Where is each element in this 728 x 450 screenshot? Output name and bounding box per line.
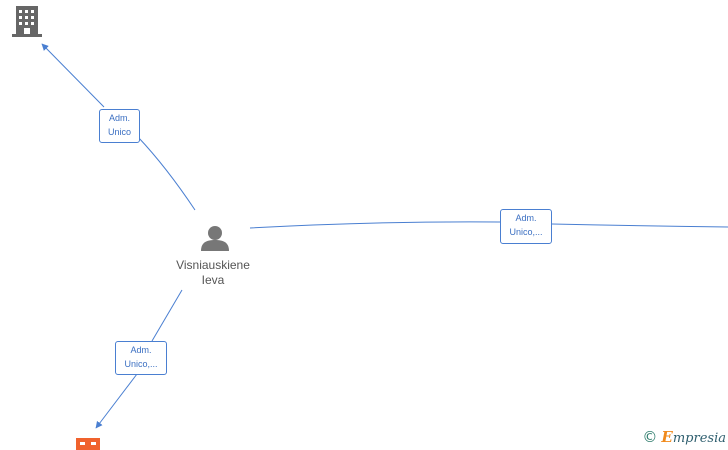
person-name-line: Visniauskiene (176, 258, 250, 272)
person-name[interactable]: Visniauskiene Ieva (158, 258, 268, 288)
building-icon[interactable] (76, 438, 100, 450)
edge-label-right[interactable]: Adm. Unico,... (500, 209, 552, 244)
person-name-line: Ieva (201, 273, 225, 287)
edge-label-line: Unico,... (124, 359, 158, 369)
edge-bottom[interactable] (96, 289, 183, 428)
edge-top[interactable] (42, 44, 196, 211)
copyright-icon: © (642, 428, 658, 446)
edge-right[interactable] (249, 221, 728, 229)
edge-label-line: Adm. (130, 345, 152, 355)
edge-label-line: Adm. (515, 213, 537, 223)
brand-initial: E (661, 428, 673, 446)
edge-label-line: Unico,... (509, 227, 543, 237)
person-icon[interactable] (201, 226, 229, 251)
building-icon[interactable] (12, 6, 42, 37)
brand-watermark: © Empresia (642, 428, 726, 446)
edge-label-line: Adm. (108, 113, 130, 123)
brand-logo: Empresia (661, 428, 726, 446)
brand-name: mpresia (672, 431, 726, 446)
edge-label-line: Unico (107, 127, 131, 137)
edge-label-bottom[interactable]: Adm. Unico,... (115, 341, 167, 375)
edge-label-top[interactable]: Adm. Unico (99, 109, 140, 143)
